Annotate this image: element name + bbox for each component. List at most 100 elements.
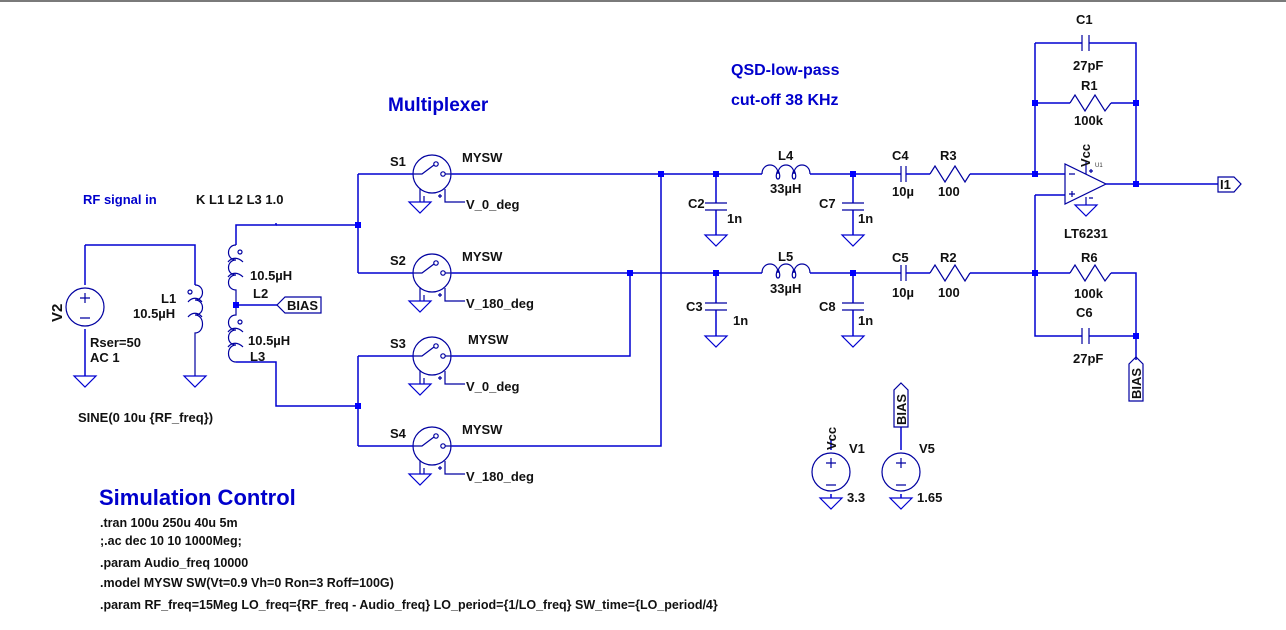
c5-name: C5 [892, 250, 909, 265]
c1-value: 27pF [1073, 58, 1103, 73]
bias-flag-l2[interactable]: BIAS [276, 296, 322, 314]
coupling-directive[interactable]: K L1 L2 L3 1.0 [196, 192, 283, 207]
switch-name: S3 [390, 336, 406, 351]
c8-value: 1n [858, 313, 873, 328]
ground-icon [73, 375, 97, 388]
resistor-r3[interactable]: R3 100 [929, 148, 971, 199]
v5-name: V5 [919, 441, 935, 456]
switch-s4[interactable]: S4 MYSW V_180_deg [390, 422, 534, 486]
switch-control-net: V_0_deg [466, 379, 520, 394]
junction [627, 270, 633, 276]
switch-s1[interactable]: S1 MYSW V_0_deg [390, 150, 520, 214]
c4-value: 10µ [892, 184, 914, 199]
bias-flag-v5[interactable] [893, 382, 909, 428]
inductor-l5[interactable]: L5 33µH [761, 249, 811, 296]
c6-value: 27pF [1073, 351, 1103, 366]
opamp-instance: U1 [1095, 163, 1103, 169]
junction [850, 270, 856, 276]
v2-source[interactable]: V2 Rser=50 AC 1 SINE(0 10u {RF_freq}) [49, 244, 213, 425]
inductor-l2[interactable]: 10.5µH L2 [227, 223, 292, 305]
switch-name: S4 [390, 426, 407, 441]
switch-control-net: V_180_deg [466, 469, 534, 484]
switch-s3[interactable]: S3 MYSW V_0_deg [390, 332, 520, 396]
inductor-l4[interactable]: L4 33µH [761, 148, 811, 196]
directive-ac[interactable]: ;.ac dec 10 10 1000Meg; [100, 534, 242, 548]
c3-name: C3 [686, 299, 703, 314]
junction [850, 171, 856, 177]
v2-rser: Rser=50 [90, 335, 141, 350]
v1-name: V1 [849, 441, 865, 456]
switch-model: MYSW [462, 249, 503, 264]
capacitor-c3[interactable]: C3 1n [686, 273, 748, 348]
capacitor-c8[interactable]: C8 1n [819, 273, 873, 348]
switch-name: S1 [390, 154, 406, 169]
junction [658, 171, 664, 177]
bias-flag-label: BIAS [287, 298, 318, 313]
resistor-r2[interactable]: R2 100 [929, 250, 971, 300]
switch-model: MYSW [468, 332, 509, 347]
opamp-vcc-label: Vcc [1078, 144, 1093, 167]
l3-name: L3 [250, 349, 265, 364]
r1-value: 100k [1074, 113, 1104, 128]
c1-name: C1 [1076, 12, 1093, 27]
ground-icon [183, 375, 207, 388]
r6-name: R6 [1081, 250, 1098, 265]
v1-net-label: Vcc [824, 427, 839, 450]
v2-function: SINE(0 10u {RF_freq}) [78, 410, 213, 425]
inductor-l3[interactable]: 10.5µH L3 [227, 305, 358, 407]
inductor-l1[interactable]: L1 10.5µH [133, 284, 207, 388]
window-top-border [0, 0, 1286, 2]
l5-value: 33µH [770, 281, 801, 296]
bias-flag-opamp[interactable]: BIAS [1128, 356, 1144, 402]
directive-param-audio[interactable]: .param Audio_freq 10000 [100, 556, 248, 570]
ground-icon [407, 300, 433, 313]
bias-flag-label: BIAS [1129, 368, 1144, 399]
junction [355, 222, 361, 228]
l4-name: L4 [778, 148, 794, 163]
c7-value: 1n [858, 211, 873, 226]
directive-tran[interactable]: .tran 100u 250u 40u 5m [100, 516, 238, 530]
switch-control-net: V_0_deg [466, 197, 520, 212]
l1-value: 10.5µH [133, 306, 175, 321]
capacitor-c4[interactable]: C4 10µ [892, 148, 930, 199]
v5-value: 1.65 [917, 490, 942, 505]
l3-value: 10.5µH [248, 333, 290, 348]
directive-param-rf[interactable]: .param RF_freq=15Meg LO_freq={RF_freq - … [100, 598, 718, 612]
v1-source[interactable]: Vcc V1 3.3 [811, 427, 865, 510]
v5-source[interactable]: BIAS V5 1.65 [881, 382, 942, 510]
ground-icon [407, 201, 433, 214]
output-flag-i1[interactable]: I1 [1217, 176, 1242, 193]
l2-value: 10.5µH [250, 268, 292, 283]
v1-value: 3.3 [847, 490, 865, 505]
switch-model: MYSW [462, 150, 503, 165]
capacitor-c2[interactable]: C2 1n [688, 174, 742, 247]
rf-signal-in-label: RF signal in [83, 192, 157, 207]
ground-icon [407, 473, 433, 486]
switch-name: S2 [390, 253, 406, 268]
opamp-lt6231[interactable]: Vcc U1 LT6231 [1034, 144, 1108, 273]
directive-model[interactable]: .model MYSW SW(Vt=0.9 Vh=0 Ron=3 Roff=10… [100, 576, 394, 590]
simulation-control-title: Simulation Control [99, 485, 296, 510]
v2-name: V2 [49, 304, 66, 322]
multiplexer-title: Multiplexer [388, 95, 489, 116]
c3-value: 1n [733, 313, 748, 328]
feedback-network-lower: R6 100k C6 27pF [1032, 250, 1139, 366]
l1-name: L1 [161, 291, 176, 306]
c4-name: C4 [892, 148, 909, 163]
v2-ac: AC 1 [90, 350, 120, 365]
c5-value: 10µ [892, 285, 914, 300]
c2-value: 1n [727, 211, 742, 226]
l2-name: L2 [253, 286, 268, 301]
opamp-part: LT6231 [1064, 226, 1108, 241]
r1-name: R1 [1081, 78, 1098, 93]
bias-flag-label: BIAS [894, 394, 909, 425]
switch-model: MYSW [462, 422, 503, 437]
junction [1133, 181, 1139, 187]
r3-name: R3 [940, 148, 957, 163]
capacitor-c5[interactable]: C5 10µ [892, 250, 930, 300]
c7-name: C7 [819, 196, 836, 211]
capacitor-c7[interactable]: C7 1n [819, 174, 873, 247]
